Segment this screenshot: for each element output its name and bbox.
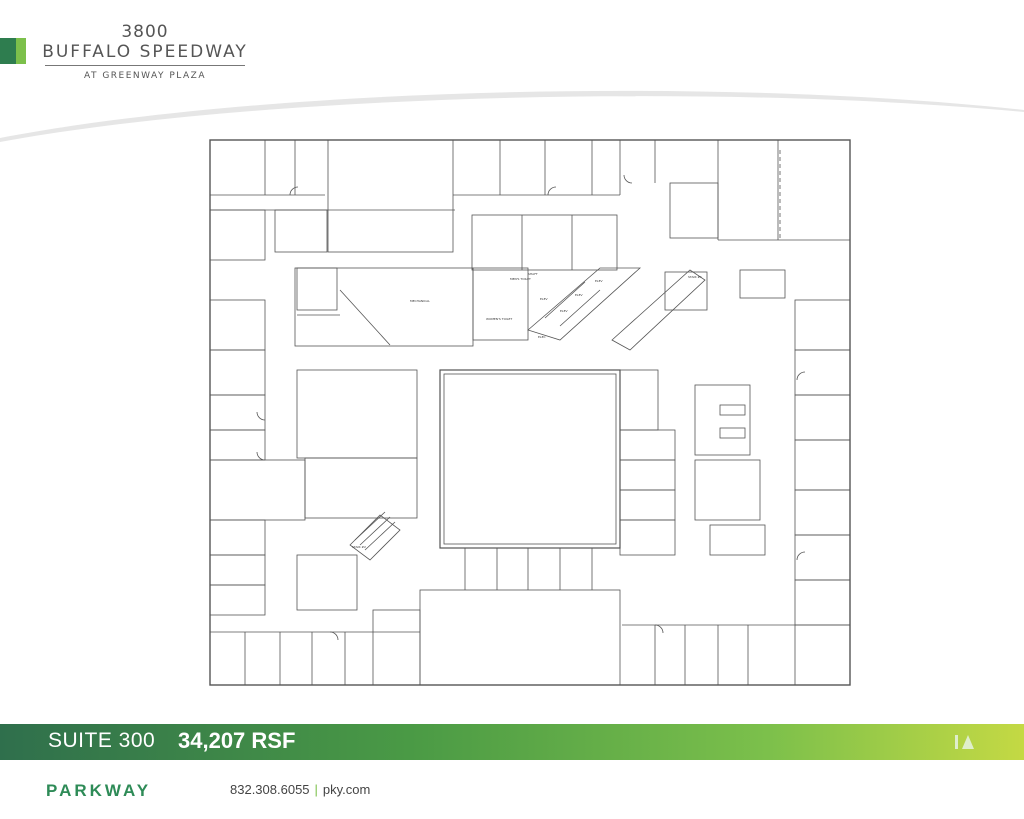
room-label-elev-c: ELEV	[575, 293, 583, 297]
room-label-elev-d: ELEV	[595, 279, 603, 283]
contact-info: 832.308.6055 | pky.com	[230, 782, 370, 797]
room-label-elev-b: ELEV	[560, 309, 568, 313]
room-label-womens: WOMEN'S TOILET	[486, 317, 512, 321]
building-street: BUFFALO SPEEDWAY	[42, 42, 248, 62]
room-label-mechanical: MECHANICAL	[410, 299, 430, 303]
brand-logo: PARKWAY	[46, 781, 152, 800]
building-title: 3800 BUFFALO SPEEDWAY AT GREENWAY PLAZA	[40, 22, 250, 81]
logo-accent-dark	[0, 38, 16, 64]
suite-band	[0, 724, 1024, 760]
room-label-shaft: SHAFT	[528, 272, 538, 276]
building-location: AT GREENWAY PLAZA	[84, 71, 206, 81]
website-link[interactable]: pky.com	[322, 782, 371, 797]
suite-area: 34,207 RSF	[178, 728, 296, 753]
suite-number: SUITE 300	[48, 729, 156, 752]
room-label-elec: ELEC	[538, 335, 546, 339]
title-divider	[45, 65, 245, 66]
north-arrow-icon	[955, 735, 974, 749]
room-label-elev-a: ELEV	[540, 297, 548, 301]
room-label-stair-1: STAIR #1	[688, 275, 702, 279]
room-label-stair-2: STAIR #2	[352, 545, 366, 549]
phone-number[interactable]: 832.308.6055	[230, 782, 310, 797]
contact-separator: |	[314, 782, 318, 797]
room-label-mens: MEN'S TOILET	[510, 277, 531, 281]
building-number: 3800	[121, 22, 169, 42]
logo-accent-light	[16, 38, 26, 64]
